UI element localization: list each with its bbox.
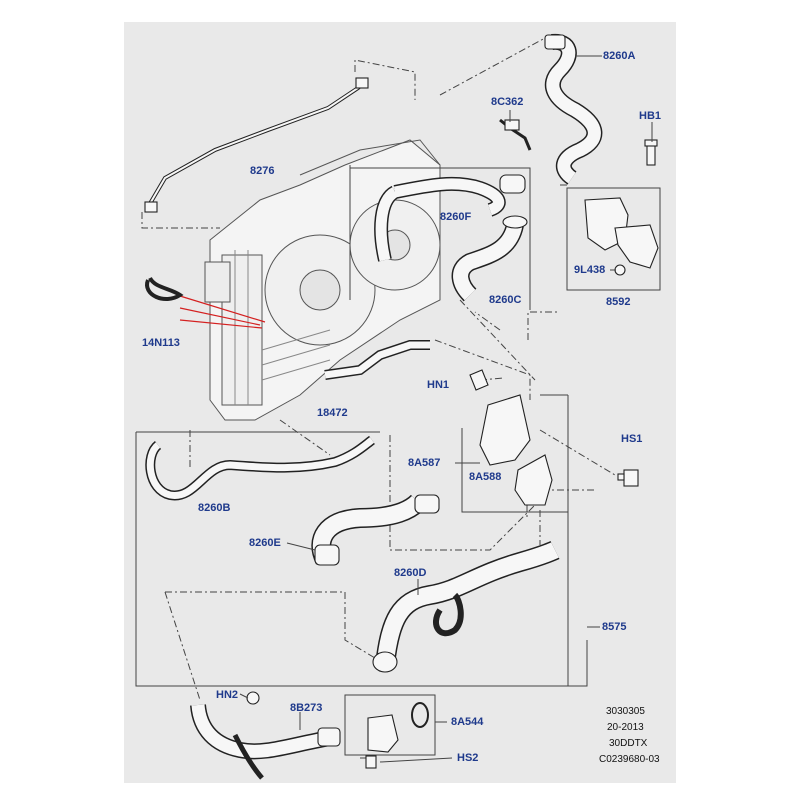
reference-code-1: 3030305	[606, 706, 645, 717]
label-leaders	[239, 55, 653, 763]
label-HN1: HN1	[427, 379, 450, 391]
label-8260F: 8260F	[440, 211, 472, 223]
label-18472: 18472	[317, 407, 348, 419]
frame-8592	[566, 187, 661, 291]
label-8B273: 8B273	[290, 702, 323, 714]
red-callout-lines	[179, 295, 266, 329]
reference-drawing-number: C0239680-03	[599, 754, 660, 765]
label-9L438: 9L438	[574, 264, 606, 276]
hoses-and-parts	[144, 33, 659, 780]
label-8276: 8276	[250, 165, 275, 177]
label-HB1: HB1	[639, 110, 662, 122]
label-8260E: 8260E	[249, 537, 281, 549]
label-8260D: 8260D	[394, 567, 427, 579]
label-8575: 8575	[602, 621, 627, 633]
label-HN2: HN2	[216, 689, 239, 701]
nut-HN1	[469, 369, 489, 391]
reference-date: 20-2013	[607, 722, 644, 733]
frame-8575	[135, 432, 588, 687]
clip-14N113	[145, 276, 184, 301]
nut-HN2	[246, 691, 260, 705]
assembly-frames	[135, 165, 661, 759]
label-8A544: 8A544	[451, 716, 484, 728]
bracket-8A587	[479, 394, 531, 466]
label-8260B: 8260B	[198, 502, 231, 514]
label-8260A: 8260A	[603, 50, 636, 62]
dashed-leader-lines	[141, 37, 616, 701]
housing-8A588	[514, 454, 553, 506]
label-HS2: HS2	[457, 752, 479, 764]
bolt-HB1	[646, 144, 656, 166]
housing-8A544	[367, 714, 399, 753]
bolt-HS2	[365, 755, 377, 769]
label-8C362: 8C362	[491, 96, 524, 108]
label-14N113: 14N113	[142, 337, 180, 349]
label-8A588: 8A588	[469, 471, 502, 483]
bolt-HS1	[623, 469, 639, 487]
frame-8A587	[461, 428, 568, 513]
label-HS1: HS1	[621, 433, 643, 445]
label-8260C: 8260C	[489, 294, 522, 306]
label-8592: 8592	[606, 296, 631, 308]
reference-model: 30DDTX	[609, 738, 648, 749]
label-8A587: 8A587	[408, 457, 441, 469]
frame-8A544	[344, 694, 436, 756]
